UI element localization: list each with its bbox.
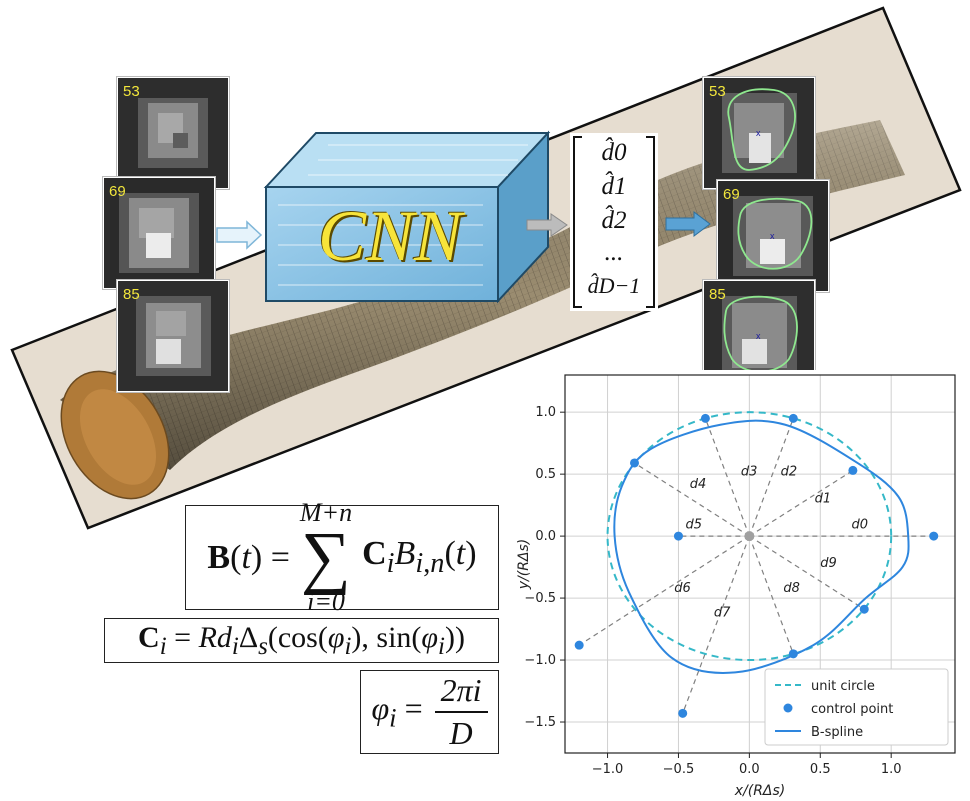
y-tick-label: 0.0 [535,529,556,544]
radial-label: d2 [781,464,798,479]
vector-entry: d̂2 [601,207,627,234]
slice-label: 69 [109,183,126,200]
control-point-marker [859,604,869,614]
phi-denominator: D [449,715,473,751]
radial-label: d9 [820,556,837,571]
sum-lower-limit: i=0 [307,587,345,617]
radial-line [704,418,750,537]
control-point-marker [788,413,798,423]
input-slice-69: 69 [103,177,215,289]
control-point-marker [788,649,798,659]
vector-entry: ... [604,239,624,266]
segmentation-contour [737,197,813,270]
legend-label: unit circle [811,679,875,694]
ct-slice-image: x 53 [704,78,814,188]
control-point-marker [848,465,858,475]
input-slice-53: 53 [117,77,229,189]
control-point-equation: Ci = RdiΔs(cos(φi), sin(φi)) [104,618,499,663]
radial-lines: d0 d1 d2 d3 d4 d5 d6 d7 d8 d9 [578,418,934,714]
x-tick-label: 0.5 [810,762,831,777]
radial-label: d0 [851,518,868,533]
legend-label: B-spline [811,725,863,740]
radial-label: d6 [674,581,691,596]
radial-label: d8 [783,581,800,596]
segmentation-contour [727,88,796,171]
arrow-right-icon [216,220,263,250]
slice-label: 85 [709,286,726,303]
x-tick-label: −1.0 [592,762,624,777]
plot-frame [564,374,956,754]
input-slice-85: 85 [117,280,229,392]
radial-label: d5 [686,518,703,533]
control-point-marker [673,531,683,541]
ct-slice-image: x 69 [718,181,828,291]
legend-box [764,668,949,746]
ct-slice-image: 53 [118,78,228,188]
phi-numerator: 2πi [434,672,488,713]
vector-entry: d̂1 [601,173,627,200]
radial-line [748,535,794,655]
svg-text:x: x [756,128,761,138]
svg-text:x: x [756,331,761,341]
vector-entry: d̂0 [601,139,627,166]
bspline-line [613,419,910,674]
y-tick-label: −1.5 [524,715,556,730]
radial-label: d3 [741,464,758,479]
radial-label: d7 [714,606,731,621]
output-slice-53: x 53 [703,77,815,189]
radial-line [634,462,750,537]
bspline-equation: B(t) = M+n∑i=0 CiBi,n(t) [185,498,499,616]
segmentation-contour [723,295,798,373]
cnn-label: CNN [317,196,463,276]
legend-swatch [783,703,793,713]
y-tick-label: −1.0 [524,653,556,668]
ct-slice-image: 85 [118,281,228,391]
arrow-right-icon [526,213,568,237]
control-point-marker [678,708,688,718]
slice-label: 85 [123,286,140,303]
control-point-marker [700,413,710,423]
radial-line [682,535,750,714]
radial-line [748,418,794,537]
slice-label: 53 [123,83,140,100]
control-point-marker [929,531,939,541]
radial-line [749,469,854,537]
svg-text:x: x [770,231,775,241]
bspline-curve [613,419,910,674]
cnn-block [263,130,551,304]
output-slice-69: x 69 [717,180,829,292]
radial-label: d1 [815,492,832,507]
ct-slice-image: 69 [104,178,214,288]
slice-label: 53 [709,83,726,100]
legend-label: control point [811,702,893,717]
slice-label: 69 [723,186,740,203]
y-tick-label: −0.5 [524,591,556,606]
plot-axes: −1.0 −0.5 0.0 0.5 1.0 −1.5 −1.0 −0.5 0.0 0.5 1.0 x/… [516,374,956,799]
radial-line [578,535,750,646]
sum-upper-limit: M+n [299,497,353,527]
vector-entry: d̂D−1 [587,273,641,298]
radial-label: d4 [690,477,707,492]
y-axis-label: y/(RΔs) [516,539,532,591]
x-axis-label: x/(RΔs) [734,783,786,799]
control-point-marker [574,640,584,650]
control-point-marker [629,458,639,468]
x-tick-label: 1.0 [881,762,902,777]
distance-vector: d̂0 d̂1 d̂2 ... d̂D−1 [570,133,658,311]
control-points [574,413,939,718]
y-tick-label: 1.0 [535,405,556,420]
x-tick-label: 0.0 [739,762,760,777]
radial-line [749,535,865,610]
y-tick-label: 0.5 [535,467,556,482]
arrow-right-icon [665,211,711,237]
origin-marker [744,531,755,542]
x-tick-label: −0.5 [663,762,695,777]
